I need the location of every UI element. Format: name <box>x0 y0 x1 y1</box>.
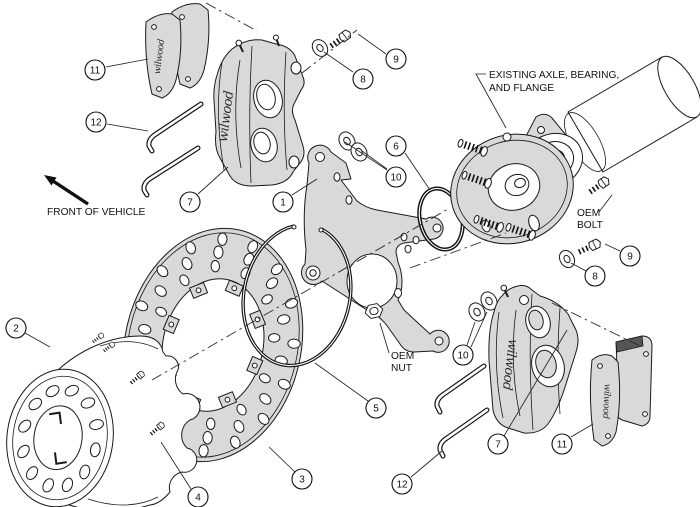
svg-text:10: 10 <box>390 173 402 184</box>
svg-text:10: 10 <box>457 351 469 362</box>
callout-2: 2 <box>5 317 27 339</box>
callout-6: 6 <box>385 135 407 157</box>
label-existing-axle-line2: AND FLANGE <box>489 83 554 94</box>
callout-5: 5 <box>365 397 387 419</box>
bolt-top <box>329 29 352 49</box>
snap-ring <box>241 224 353 368</box>
hub-drum <box>6 332 201 507</box>
brake-pads-right: wilwood <box>589 335 653 447</box>
callout-8-right: 8 <box>584 265 606 287</box>
label-oem-nut-line1: OEM <box>391 351 414 362</box>
caliper-left: wilwood <box>213 34 305 187</box>
svg-text:2: 2 <box>13 324 19 335</box>
svg-text:9: 9 <box>393 55 399 66</box>
wheel-studs <box>457 138 536 241</box>
label-oem-nut-line2: NUT <box>391 363 412 374</box>
callout-7-left: 7 <box>179 191 201 213</box>
callout-9-right: 9 <box>619 245 641 267</box>
front-of-vehicle-arrow <box>44 175 89 206</box>
svg-text:8: 8 <box>360 75 366 86</box>
oem-bolt <box>588 176 610 195</box>
pad-logo-right: wilwood <box>600 383 612 419</box>
svg-text:11: 11 <box>557 440 568 451</box>
oem-nut <box>364 303 384 319</box>
callout-7-right: 7 <box>487 433 509 455</box>
label-existing-axle-line1: EXISTING AXLE, BEARING, <box>489 70 619 81</box>
svg-text:1: 1 <box>280 198 286 209</box>
svg-text:12: 12 <box>90 118 102 129</box>
hub-pins <box>92 332 116 353</box>
callout-12-right: 12 <box>391 473 413 495</box>
svg-text:7: 7 <box>495 440 501 451</box>
pad-clips-left <box>141 101 204 198</box>
bleed-screw <box>272 34 280 47</box>
callout-11-right: 11 <box>551 433 573 455</box>
axle-flange <box>450 132 574 245</box>
caliper-logo-left: wilwood <box>216 90 237 143</box>
axle-tube <box>564 55 700 173</box>
pad-clips-right <box>434 363 490 459</box>
bleed-screw <box>235 39 244 53</box>
hub-face-holes <box>17 384 104 493</box>
leader-lines <box>24 33 621 490</box>
caliper-bracket <box>301 144 450 353</box>
callout-11-left: 11 <box>84 59 106 81</box>
svg-text:11: 11 <box>90 66 101 77</box>
pad-logo-left: wilwood <box>153 38 167 75</box>
svg-text:3: 3 <box>299 475 305 486</box>
caliper-logo-right: wilwood <box>499 338 520 391</box>
callout-12-left: 12 <box>85 111 107 133</box>
washers-left <box>311 39 368 162</box>
bleed-screw <box>500 284 509 298</box>
callout-1: 1 <box>272 191 294 213</box>
label-oem-bolt-line1: OEM <box>577 208 600 219</box>
axle-end <box>504 173 530 197</box>
brake-pads-left: wilwood <box>145 3 210 99</box>
callout-10-right: 10 <box>452 344 474 366</box>
center-lines <box>151 2 641 381</box>
svg-text:6: 6 <box>393 142 399 153</box>
washers-right <box>468 291 498 322</box>
label-front-of-vehicle: FRONT OF VEHICLE <box>47 207 146 218</box>
svg-text:7: 7 <box>187 198 193 209</box>
caliper-right: wilwood <box>488 284 579 434</box>
callout-8-top: 8 <box>352 68 374 90</box>
svg-text:4: 4 <box>195 493 201 504</box>
callout-3: 3 <box>291 468 313 490</box>
label-oem-bolt-line2: BOLT <box>577 220 603 231</box>
pad-friction-edge <box>615 335 644 353</box>
callout-10-left: 10 <box>385 166 407 188</box>
svg-text:12: 12 <box>396 480 408 491</box>
washer-bolt-right <box>558 238 601 269</box>
hat-bolts <box>129 370 165 436</box>
callout-4: 4 <box>187 486 209 507</box>
callout-9-top: 9 <box>385 48 407 70</box>
svg-text:9: 9 <box>627 252 633 263</box>
svg-text:8: 8 <box>592 272 598 283</box>
svg-text:5: 5 <box>373 404 379 415</box>
